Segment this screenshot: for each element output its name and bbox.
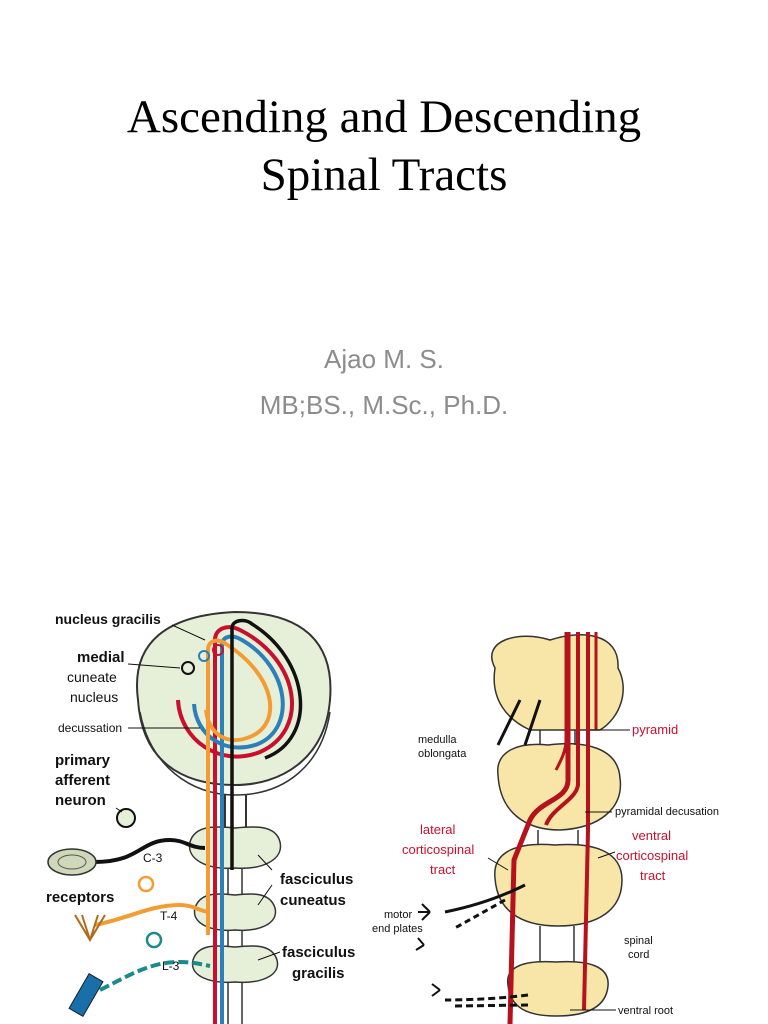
receptor-fan (74, 914, 106, 942)
afferent-fiber-l3 (99, 959, 211, 992)
label-receptors: receptors (46, 889, 114, 906)
receptor-spindle (68, 972, 104, 1018)
tract-corticospinal-3 (582, 632, 590, 1011)
label-tract-ventral: tract (640, 868, 666, 883)
cord-lumbar (507, 960, 609, 1017)
motor-end-plate-1 (415, 903, 441, 997)
label-cord: cord (628, 949, 649, 961)
medulla-lower (497, 742, 622, 831)
slide-title: Ascending and Descending Spinal Tracts (0, 88, 768, 204)
cord-segment-l3 (191, 945, 279, 984)
motor-fiber-upper (496, 699, 542, 746)
label-end-plates: end plates (372, 923, 423, 935)
afferent-fiber-t4 (94, 902, 209, 927)
label-nucleus: nucleus (70, 689, 118, 705)
label-spinal: spinal (624, 935, 653, 947)
label-nucleus-gracilis: nucleus gracilis (55, 611, 161, 627)
slide-subtitle: Ajao M. S. MB;BS., M.Sc., Ph.D. (0, 336, 768, 428)
medulla-upper (491, 634, 624, 731)
medulla-stalk (224, 795, 247, 830)
cord-connector-right (537, 730, 579, 962)
label-t4: T-4 (160, 909, 178, 923)
label-ventral: ventral (632, 828, 671, 843)
receptor-pacinian-core (57, 854, 87, 870)
label-motor: motor (384, 909, 412, 921)
label-oblongata: oblongata (418, 748, 467, 760)
label-fasciculus-2: fasciculus (282, 944, 355, 961)
label-corticospinal-ventral: corticospinal (616, 848, 688, 863)
tract-corticospinal-2 (544, 632, 580, 826)
label-corticospinal-lateral: corticospinal (402, 842, 474, 857)
title-line-1: Ascending and Descending (126, 91, 642, 143)
label-cuneatus: cuneatus (280, 892, 346, 909)
nucleus-marker-2 (198, 650, 210, 662)
label-medial: medial (77, 649, 125, 666)
label-cuneate: cuneate (67, 669, 117, 685)
cord-cervical (494, 843, 623, 927)
label-primary: primary (55, 752, 111, 769)
tract-orange-left (204, 638, 273, 935)
label-medulla: medulla (418, 734, 457, 746)
label-ventral-root: ventral root (618, 1005, 673, 1017)
label-fasciculus-1: fasciculus (280, 871, 353, 888)
medulla-disc-left-rim (139, 711, 331, 796)
afferent-fiber-c3 (94, 837, 206, 864)
leader-lines-left (115, 624, 281, 961)
tract-corticospinal-1 (507, 632, 571, 1024)
cord-connector (227, 868, 243, 1024)
title-line-2: Spinal Tracts (260, 149, 508, 201)
nucleus-marker-1 (181, 661, 195, 675)
label-l3: L-3 (162, 959, 180, 973)
motor-fiber-cervical (444, 883, 526, 914)
label-gracilis: gracilis (292, 965, 345, 982)
label-neuron: neuron (55, 792, 106, 809)
label-pyramid: pyramid (632, 722, 678, 737)
label-lateral: lateral (420, 822, 456, 837)
author-degrees: MB;BS., M.Sc., Ph.D. (259, 390, 509, 420)
tract-ventral (554, 632, 568, 771)
label-pyramidal-decussation: pyramidal decusation (615, 806, 719, 818)
afferent-neuron-body (116, 808, 136, 828)
motor-fiber-lumbar (444, 993, 529, 1008)
receptor-pacinian (47, 848, 97, 876)
right-diagram: medulla oblongata pyramid pyramidal decu… (372, 632, 719, 1024)
leader-lines-right (487, 729, 630, 1011)
tract-blue-left (192, 634, 285, 1024)
tract-black-left (230, 618, 303, 870)
nucleus-marker-3 (212, 644, 224, 656)
afferent-neuron-t4 (137, 875, 155, 893)
label-c3: C-3 (143, 851, 163, 865)
label-afferent: afferent (55, 772, 110, 789)
author-name: Ajao M. S. (324, 344, 444, 374)
tract-red-left (176, 625, 295, 1024)
afferent-neuron-l3 (145, 931, 163, 949)
label-decussation: decussation (58, 721, 122, 735)
label-tract-lateral: tract (430, 862, 456, 877)
left-diagram: nucleus gracilis medial cuneate nucleus … (46, 610, 355, 1024)
